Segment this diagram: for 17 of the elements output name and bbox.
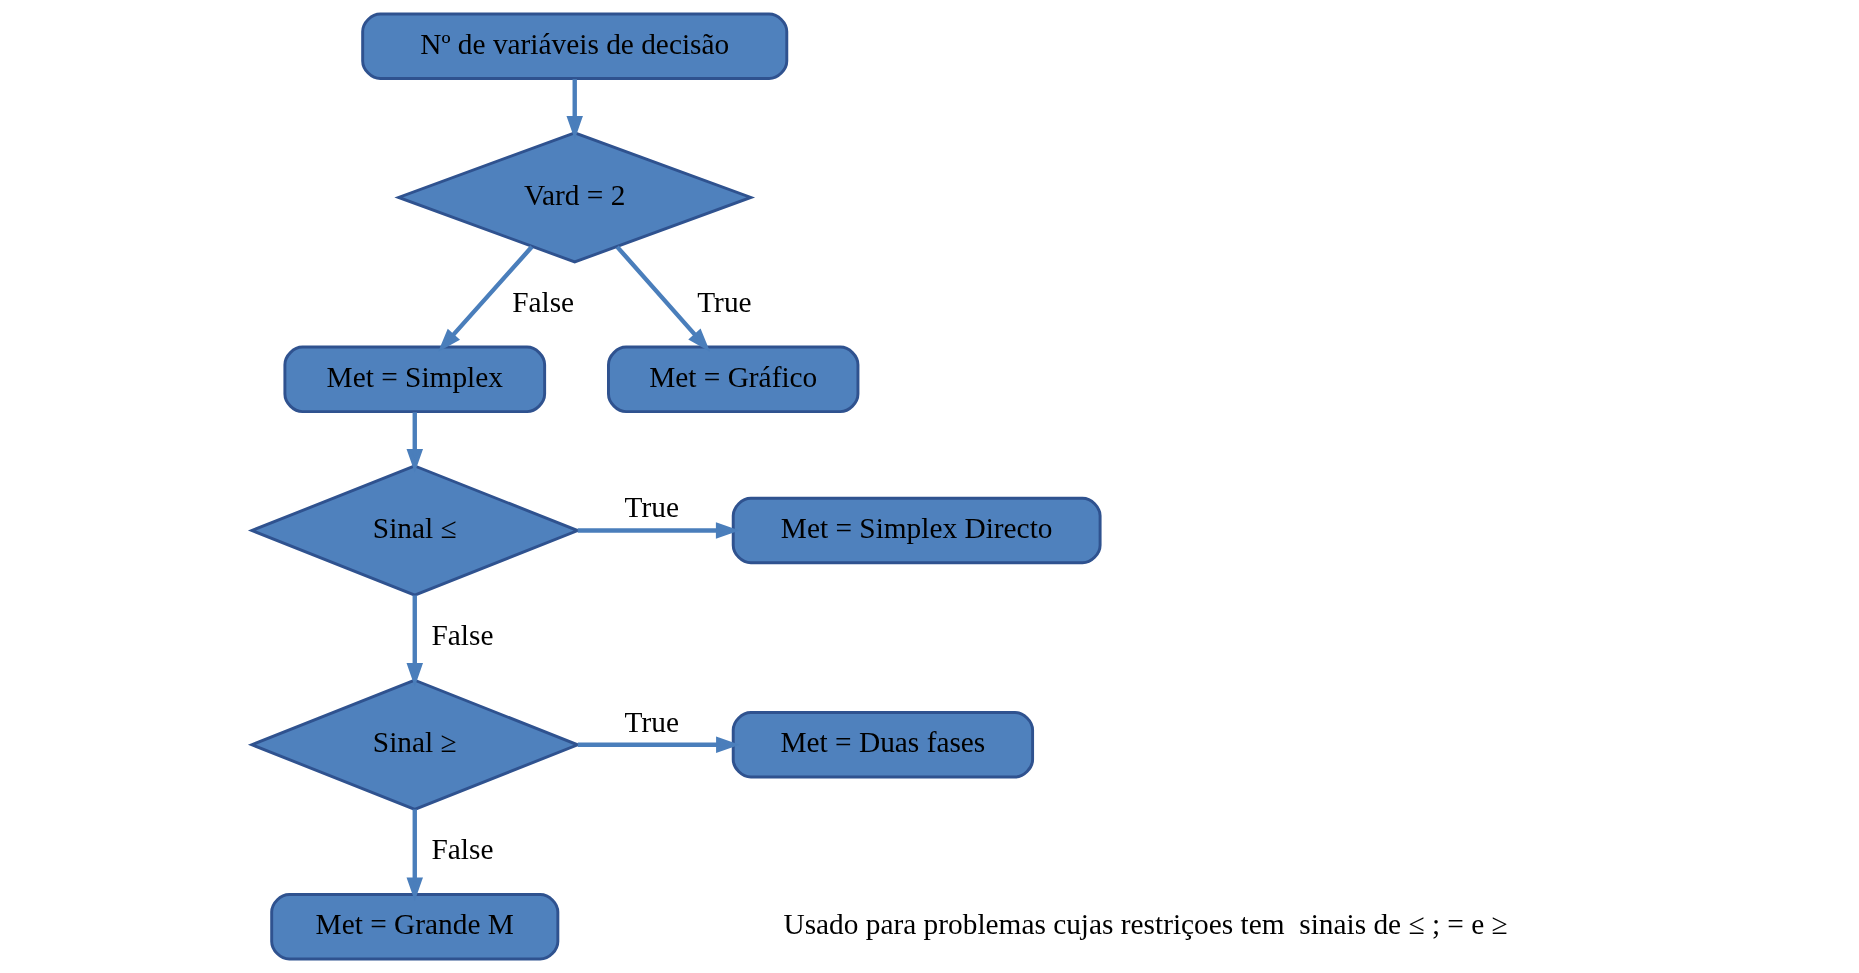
arrow: [615, 245, 711, 352]
node-box: Met = Simplex Directo: [731, 496, 1102, 565]
edge-label: False: [512, 285, 575, 318]
label: Usado para problemas cujas restriçoes tem sinais de ≤ ; = e ≥: [783, 908, 1508, 941]
edge-label: False: [431, 833, 494, 866]
node-box: Nº de variáveis de decisão: [361, 12, 789, 80]
edge-label: True: [697, 285, 752, 318]
edge-label: True: [624, 705, 679, 738]
node-box: Met = Grande M: [270, 893, 560, 961]
edge-label: False: [431, 618, 494, 651]
node-box: Met = Simplex: [283, 345, 547, 414]
arrow: [406, 595, 423, 687]
node-diamond: Vard = 2: [394, 131, 756, 264]
node-box: Met = Duas fases: [731, 711, 1035, 779]
node-box: Met = Gráfico: [607, 345, 860, 414]
arrow: [438, 245, 534, 352]
edge-label: True: [624, 491, 679, 524]
